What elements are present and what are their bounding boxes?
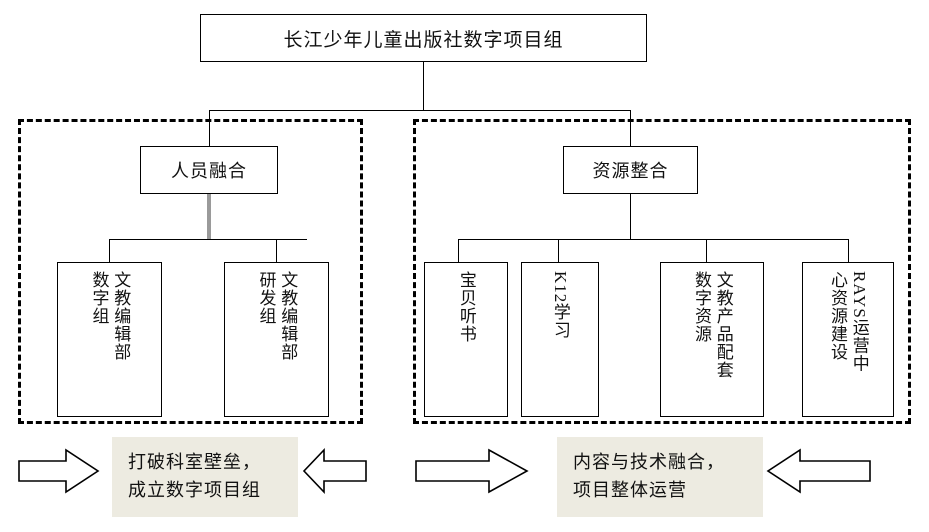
leaf-text-col2: 研发组 [256, 271, 276, 325]
connector-resource-to-leaf-4 [848, 239, 849, 262]
branch-box-resource: 资源整合 [563, 146, 698, 194]
leaf-text-col1: K12学习 [550, 271, 570, 340]
connector-resource-stem [630, 194, 631, 240]
dashed-group-resource [413, 119, 911, 424]
connector-resource-horizontal [458, 239, 848, 240]
connector-root-to-personnel [209, 110, 210, 146]
leaf-box-k12-xuexi: K12学习 [521, 262, 599, 417]
callout-resource: 内容与技术融合， 项目整体运营 [557, 437, 763, 517]
callout-line-2: 成立数字项目组 [128, 480, 261, 500]
connector-resource-to-leaf-1 [458, 239, 459, 262]
connector-personnel-horizontal [109, 239, 307, 240]
leaf-text-col1: RAYS运营中 [849, 271, 869, 373]
leaf-box-wenjiao-yanfa: 研发组 文教编辑部 [224, 262, 329, 417]
connector-root-to-resource [630, 110, 631, 146]
dashed-group-personnel [18, 119, 363, 424]
leaf-box-wenjiao-peitao: 数字资源 文教产品配套 [660, 262, 764, 417]
arrow-right-icon-left-in [18, 447, 100, 495]
callout-line-1: 打破科室壁垒， [128, 452, 261, 473]
connector-root-horizontal [209, 110, 631, 111]
connector-personnel-to-leaf-2 [276, 239, 277, 262]
connector-root-stem [423, 62, 424, 110]
connector-resource-to-leaf-2 [558, 239, 559, 262]
callout-line-1: 内容与技术融合， [573, 452, 725, 473]
root-title-box: 长江少年儿童出版社数字项目组 [200, 14, 647, 62]
leaf-text-col2: 数字组 [89, 271, 109, 325]
connector-resource-to-leaf-3 [706, 239, 707, 262]
leaf-text-col2: 数字资源 [692, 271, 711, 343]
leaf-text-col1: 文教编辑部 [278, 271, 298, 361]
connector-personnel-stem [207, 194, 211, 240]
leaf-text-col2: 心资源建设 [828, 271, 847, 361]
connector-personnel-to-leaf-1 [109, 239, 110, 262]
arrow-left-icon-right-out [766, 447, 872, 495]
leaf-box-baobei-tingshu: 宝贝听书 [424, 262, 508, 417]
leaf-text-col1: 文教编辑部 [111, 271, 131, 361]
leaf-box-rays-yunying: 心资源建设 RAYS运营中 [802, 262, 894, 417]
leaf-text-col1: 宝贝听书 [456, 271, 476, 343]
arrow-right-icon-right-in [415, 447, 529, 495]
leaf-text-col1: 文教产品配套 [713, 271, 733, 379]
callout-personnel: 打破科室壁垒， 成立数字项目组 [112, 437, 298, 517]
leaf-box-wenjiao-shuzi: 数字组 文教编辑部 [57, 262, 162, 417]
arrow-left-icon-left-out [302, 447, 368, 495]
branch-box-personnel: 人员融合 [140, 146, 278, 194]
callout-line-2: 项目整体运营 [573, 480, 687, 500]
